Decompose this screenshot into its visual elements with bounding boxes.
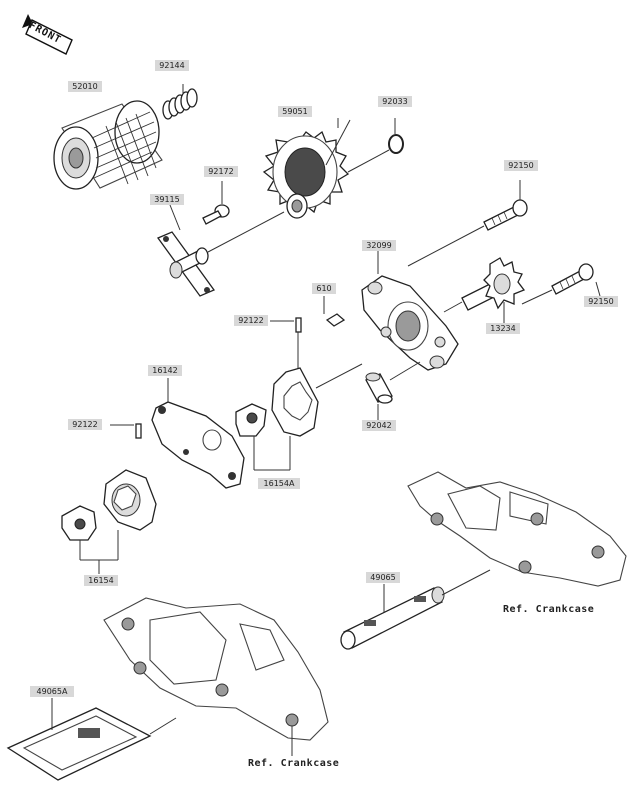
pin-92122-upper	[270, 317, 302, 370]
outer-rotor	[271, 363, 363, 437]
pin-610	[323, 296, 346, 327]
part-label-92042[interactable]: 92042	[362, 420, 396, 431]
front-arrow-icon	[22, 14, 73, 55]
ref-crankcase-bottom-label[interactable]: Ref. Crankcase	[248, 758, 340, 769]
pump-body-32099	[361, 248, 459, 371]
part-label-92122-lower[interactable]: 92122	[68, 419, 102, 430]
shaft-13234	[443, 257, 526, 324]
ref-crankcase-right-label[interactable]: Ref. Crankcase	[503, 604, 595, 615]
part-label-59051[interactable]: 59051	[278, 106, 312, 117]
part-label-92172[interactable]: 92172	[204, 166, 238, 177]
strainer-49065A	[6, 698, 177, 781]
part-label-32099[interactable]: 32099	[362, 240, 396, 251]
part-label-610[interactable]: 610	[312, 283, 336, 294]
part-label-39115[interactable]: 39115	[150, 194, 184, 205]
inner-rotor-16154A	[235, 403, 291, 471]
part-label-16154[interactable]: 16154	[84, 575, 118, 586]
bolt-92172	[202, 181, 230, 225]
bolt-92150-upper	[407, 180, 528, 267]
part-label-92122-upper[interactable]: 92122	[234, 315, 268, 326]
part-label-13234[interactable]: 13234	[486, 323, 520, 334]
part-label-16142[interactable]: 16142	[148, 365, 182, 376]
plate-39115	[156, 204, 285, 297]
part-label-92150-lower[interactable]: 92150	[584, 296, 618, 307]
gear-59051	[262, 118, 351, 219]
cover-16142	[151, 378, 245, 489]
bolt-92150-lower	[521, 263, 601, 305]
outer-rotor-lower	[103, 469, 157, 531]
spring-92144	[162, 84, 198, 120]
circlip-92033	[347, 118, 404, 173]
collar-92042	[365, 361, 421, 420]
part-label-92150-upper[interactable]: 92150	[504, 160, 538, 171]
oil-filter-52010	[53, 100, 163, 190]
part-label-92033[interactable]: 92033	[378, 96, 412, 107]
inner-rotor-16154	[61, 505, 119, 574]
part-label-16154A[interactable]: 16154A	[258, 478, 300, 489]
part-label-52010[interactable]: 52010	[68, 81, 102, 92]
part-label-49065A[interactable]: 49065A	[30, 686, 74, 697]
part-label-92144[interactable]: 92144	[155, 60, 189, 71]
pipe-49065	[340, 569, 491, 650]
pin-92122-lower	[110, 423, 142, 439]
crankcase-bottom	[103, 597, 329, 756]
crankcase-right	[407, 471, 627, 587]
part-label-49065[interactable]: 49065	[366, 572, 400, 583]
